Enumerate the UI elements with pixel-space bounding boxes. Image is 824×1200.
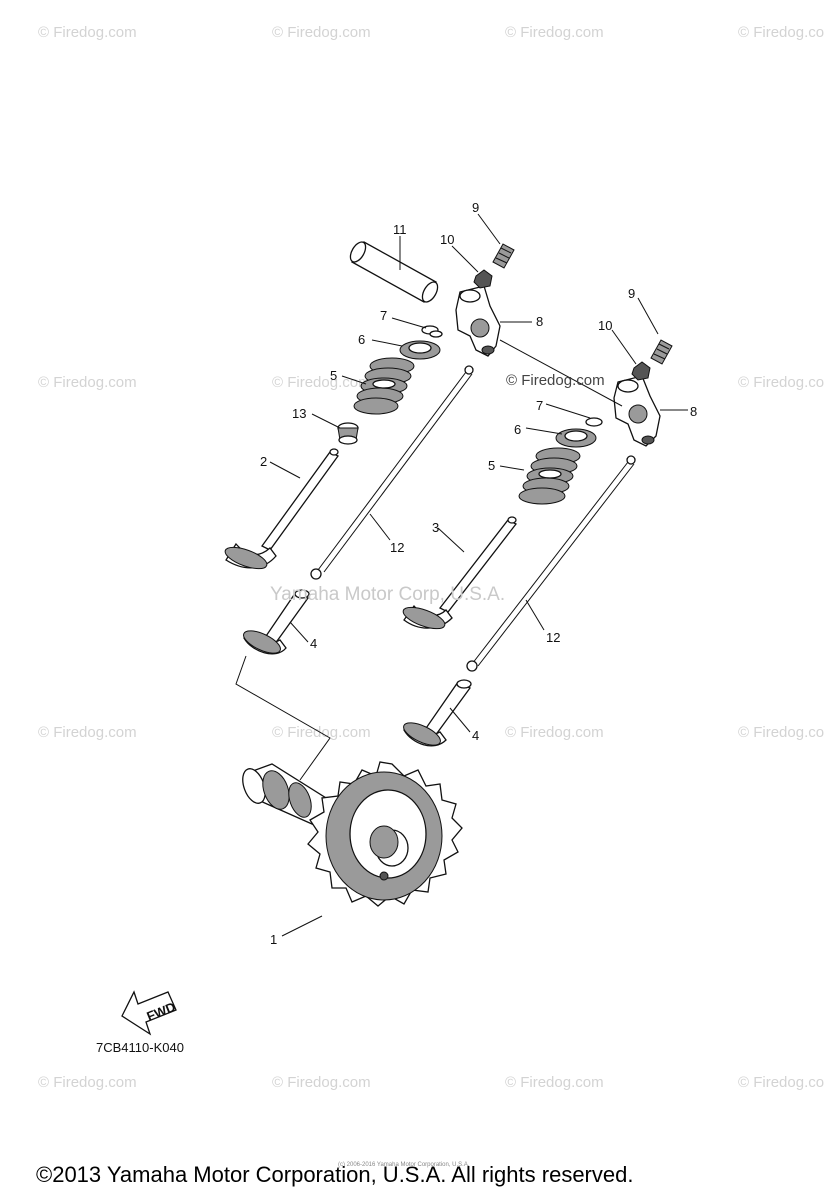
rocker-arm-left — [455, 285, 501, 357]
watermark: © Firedog.com — [738, 1074, 824, 1091]
callout-4: 4 — [472, 728, 479, 743]
valve-lifter-right — [403, 679, 472, 747]
valve-spring-right — [518, 447, 581, 505]
callout-10: 10 — [440, 232, 454, 247]
callout-6: 6 — [358, 332, 365, 347]
callout-11: 11 — [393, 222, 407, 237]
watermark: © Firedog.com — [38, 724, 137, 741]
push-rod-left — [310, 365, 474, 580]
locknut-right — [631, 361, 651, 381]
callout-12: 12 — [546, 630, 560, 645]
watermark: © Firedog.com — [272, 24, 371, 41]
callout-7: 7 — [380, 308, 387, 323]
callout-5: 5 — [488, 458, 495, 473]
callouts: 11 9 10 7 8 6 5 13 2 12 4 3 12 4 9 10 8 … — [260, 200, 697, 947]
shaft-axis-line — [499, 339, 623, 407]
part-code: 7CB4110-K040 — [96, 1040, 184, 1055]
watermark: © Firedog.com — [505, 724, 604, 741]
rocker-arm-right — [613, 375, 661, 447]
callout-10: 10 — [598, 318, 612, 333]
callout-2: 2 — [260, 454, 267, 469]
watermark-firedog-diagram: © Firedog.com — [506, 372, 605, 389]
callout-7: 7 — [536, 398, 543, 413]
callout-8: 8 — [536, 314, 543, 329]
watermark: © Firedog.com — [272, 1074, 371, 1091]
watermark: © Firedog.com — [38, 374, 137, 391]
watermark: © Firedog.com — [738, 24, 824, 41]
valve-spring-left — [353, 357, 415, 415]
spring-retainer-right — [555, 428, 597, 448]
adjust-screw-right — [650, 339, 673, 365]
rocker-shaft — [349, 241, 439, 303]
callout-1: 1 — [270, 932, 277, 947]
watermark: © Firedog.com — [38, 24, 137, 41]
fineprint: (c) 2006-2016 Yamaha Motor Corporation, … — [338, 1162, 470, 1168]
watermark: © Firedog.com — [38, 1074, 137, 1091]
watermark: © Firedog.com — [738, 374, 824, 391]
callout-4: 4 — [310, 636, 317, 651]
callout-9: 9 — [472, 200, 479, 215]
callout-6: 6 — [514, 422, 521, 437]
copyright-footer: ©2013 Yamaha Motor Corporation, U.S.A. A… — [36, 1162, 634, 1187]
cam-gear — [307, 761, 463, 907]
forward-arrow-icon: FWD — [121, 990, 178, 1036]
callout-5: 5 — [330, 368, 337, 383]
assembly-bracket-line — [235, 655, 331, 781]
spring-retainer-left — [399, 340, 441, 360]
exhaust-valve — [402, 516, 517, 630]
adjust-screw-left — [492, 243, 515, 269]
callout-12: 12 — [390, 540, 404, 555]
push-rod-right — [466, 455, 636, 672]
callout-13: 13 — [292, 406, 306, 421]
watermark: © Firedog.com — [505, 1074, 604, 1091]
valve-cotter-right — [585, 417, 603, 427]
valve-lifter-left — [243, 589, 310, 655]
locknut-left — [473, 269, 493, 289]
leader-lines — [269, 213, 688, 937]
callout-3: 3 — [432, 520, 439, 535]
watermark: © Firedog.com — [738, 724, 824, 741]
watermark: © Firedog.com — [272, 374, 371, 391]
watermark: © Firedog.com — [505, 24, 604, 41]
callout-9: 9 — [628, 286, 635, 301]
watermark-yamaha: Yamaha Motor Corp, U.S.A. — [270, 584, 506, 605]
callout-8: 8 — [690, 404, 697, 419]
valve-seal-left — [337, 422, 359, 445]
intake-valve — [224, 448, 339, 570]
